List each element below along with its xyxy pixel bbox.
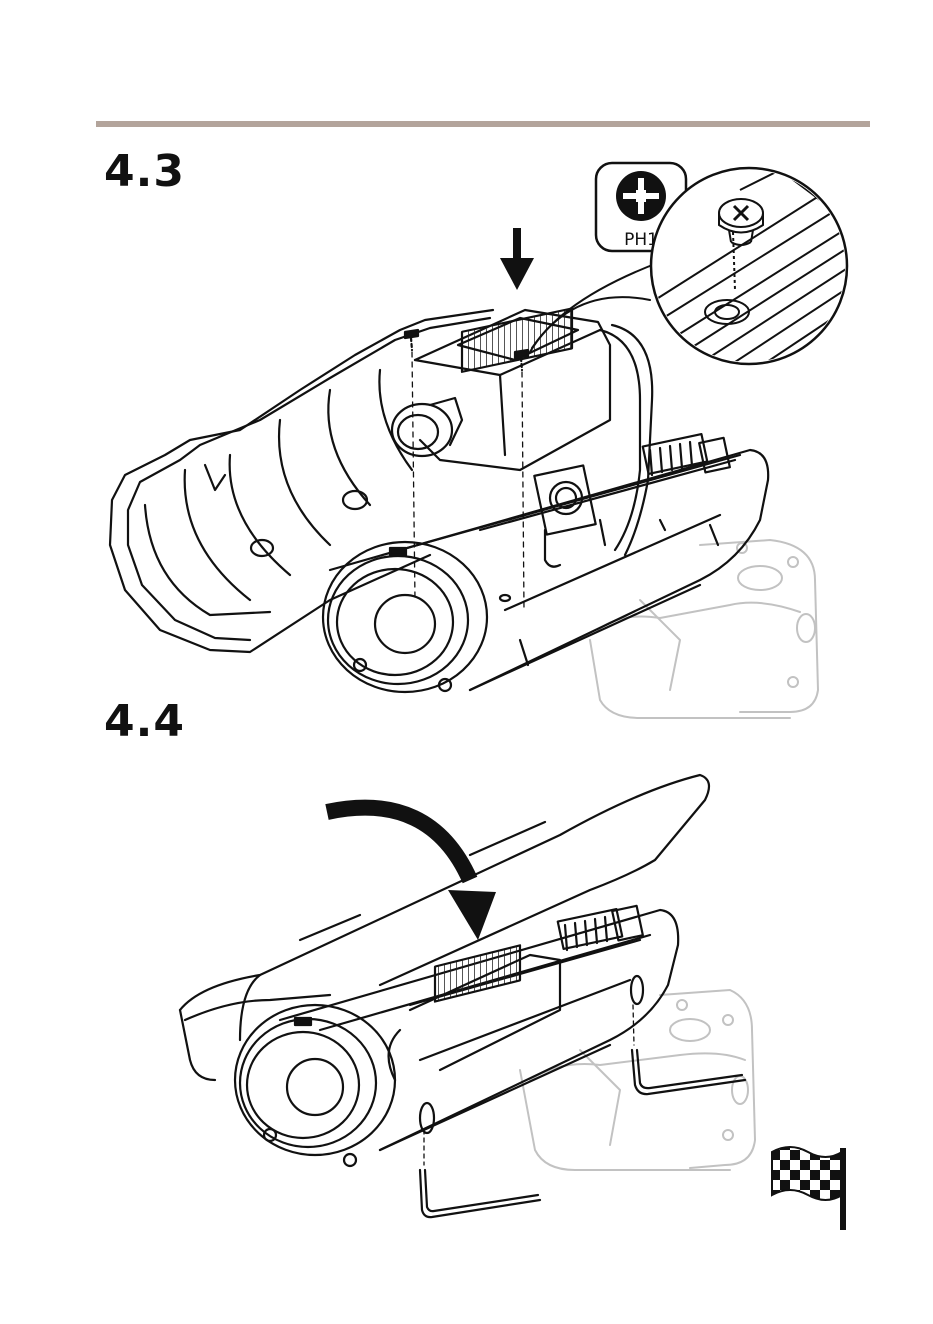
zoom-detail <box>651 168 860 400</box>
wall-bracket-ghost <box>520 990 755 1170</box>
sunshield-closing <box>180 775 709 1080</box>
camera-housing-closed <box>280 910 678 1150</box>
wall-bracket-ghost <box>590 540 818 718</box>
front-window <box>235 1005 395 1166</box>
step-4-4-illustration <box>180 775 755 1217</box>
down-arrow-icon <box>500 228 534 290</box>
front-window <box>323 542 487 692</box>
sunshield-open <box>110 310 493 652</box>
camera-module-inside <box>389 945 560 1080</box>
allen-key-left <box>420 1130 540 1217</box>
fan-bracket <box>534 465 605 566</box>
rotate-arrow-icon <box>327 808 496 940</box>
phillips-screwdriver-icon <box>616 171 666 221</box>
checkered-flag-icon <box>772 1147 846 1230</box>
